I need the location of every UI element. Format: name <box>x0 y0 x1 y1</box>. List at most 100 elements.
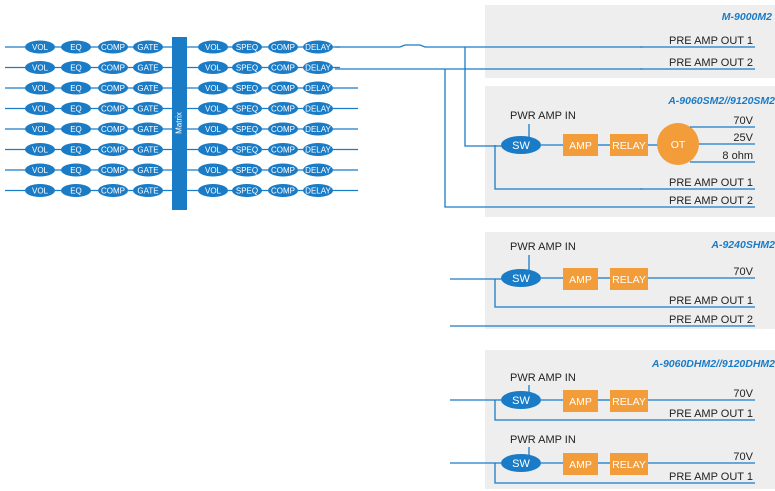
pre-amp-out-1-label: PRE AMP OUT 1 <box>669 471 753 483</box>
dsp-block-label: VOL <box>205 125 222 134</box>
dsp-block-label: COMP <box>271 125 295 134</box>
dsp-block-label: GATE <box>137 64 158 73</box>
amp-label: AMP <box>569 140 592 152</box>
dsp-block-comp: COMP <box>98 61 128 74</box>
dsp-block-label: EQ <box>70 166 82 175</box>
dsp-block-label: COMP <box>271 105 295 114</box>
model-title-m9000m2: M-9000M2 <box>722 11 772 23</box>
pre-amp-out-2-label: PRE AMP OUT 2 <box>669 195 753 207</box>
dsp-block-label: VOL <box>205 105 222 114</box>
dsp-block-vol: VOL <box>198 163 228 177</box>
relay-block <box>610 390 648 412</box>
pre-amp-out-2-label: PRE AMP OUT 2 <box>669 314 753 326</box>
dsp-chain-group: VOL EQ COMP GATE VOL SPEQ COMP DELAY VOL EQ COMP GA… <box>5 40 358 197</box>
dsp-block-comp: COMP <box>268 184 298 197</box>
dsp-block-comp: COMP <box>98 184 128 197</box>
dsp-block-label: SPEQ <box>236 105 258 114</box>
dsp-block-label: GATE <box>137 187 158 196</box>
switch-label: SW <box>512 140 530 152</box>
dsp-block-vol: VOL <box>25 102 55 115</box>
dsp-block-label: COMP <box>271 84 295 93</box>
dsp-block-vol: VOL <box>198 81 228 95</box>
dsp-block-delay: DELAY <box>303 122 333 136</box>
dsp-block-label: VOL <box>32 146 49 155</box>
dsp-block-comp: COMP <box>268 81 298 95</box>
dsp-block-vol: VOL <box>198 40 228 54</box>
tap-70v-label: 70V <box>733 115 753 127</box>
matrix-label: Matrix <box>175 112 184 134</box>
dsp-block-label: SPEQ <box>236 166 258 175</box>
pwr-amp-in-label: PWR AMP IN <box>510 434 576 446</box>
dsp-block-label: SPEQ <box>236 64 258 73</box>
dsp-block-label: SPEQ <box>236 125 258 134</box>
amp-label: AMP <box>569 459 592 471</box>
dsp-block-label: GATE <box>137 105 158 114</box>
dsp-block-label: VOL <box>32 64 49 73</box>
dsp-block-delay: DELAY <box>303 81 333 95</box>
pre-amp-out-1-label: PRE AMP OUT 1 <box>669 295 753 307</box>
dsp-block-eq: EQ <box>61 61 91 74</box>
dsp-block-label: VOL <box>32 105 49 114</box>
dsp-block-eq: EQ <box>61 184 91 197</box>
dsp-block-speq: SPEQ <box>232 61 262 74</box>
dsp-block-label: COMP <box>101 146 125 155</box>
dsp-block-comp: COMP <box>268 40 298 54</box>
dsp-block-label: SPEQ <box>236 84 258 93</box>
dsp-block-delay: DELAY <box>303 40 333 54</box>
tap-70v-label: 70V <box>733 451 753 463</box>
dsp-block-comp: COMP <box>98 143 128 156</box>
dsp-block-comp: COMP <box>98 40 128 54</box>
pwr-amp-in-label: PWR AMP IN <box>510 110 576 122</box>
dsp-block-delay: DELAY <box>303 184 333 197</box>
dsp-block-eq: EQ <box>61 143 91 156</box>
dsp-block-speq: SPEQ <box>232 143 262 156</box>
amp-block <box>563 453 598 475</box>
dsp-block-label: VOL <box>205 43 222 52</box>
model-title-a9060dhm2: A-9060DHM2//9120DHM2 <box>651 358 775 370</box>
switch-node <box>501 454 541 472</box>
dsp-block-comp: COMP <box>98 122 128 136</box>
dsp-block-speq: SPEQ <box>232 102 262 115</box>
output-transformer <box>657 123 699 165</box>
dsp-block-speq: SPEQ <box>232 184 262 197</box>
dsp-block-vol: VOL <box>25 184 55 197</box>
dsp-block-comp: COMP <box>98 81 128 95</box>
dsp-block-gate: GATE <box>133 102 163 115</box>
tap-70v-label: 70V <box>733 266 753 278</box>
dsp-block-speq: SPEQ <box>232 40 262 54</box>
dsp-block-label: VOL <box>32 43 49 52</box>
dsp-block-label: COMP <box>101 43 125 52</box>
dsp-block-label: DELAY <box>305 43 331 52</box>
dsp-block-comp: COMP <box>268 122 298 136</box>
dsp-block-label: VOL <box>32 125 49 134</box>
pre-amp-out-1-label: PRE AMP OUT 1 <box>669 177 753 189</box>
dsp-block-label: VOL <box>205 64 222 73</box>
dsp-block-eq: EQ <box>61 102 91 115</box>
dsp-block-label: VOL <box>32 84 49 93</box>
dsp-block-label: EQ <box>70 187 82 196</box>
dsp-block-eq: EQ <box>61 40 91 54</box>
dsp-block-label: GATE <box>137 166 158 175</box>
dsp-block-label: DELAY <box>305 105 331 114</box>
relay-block <box>610 453 648 475</box>
dsp-block-speq: SPEQ <box>232 122 262 136</box>
switch-label: SW <box>512 458 530 470</box>
pre-amp-out-1-label: PRE AMP OUT 1 <box>669 408 753 420</box>
dsp-block-vol: VOL <box>25 40 55 54</box>
model-title-a9240shm2: A-9240SHM2 <box>710 239 775 251</box>
dsp-block-label: COMP <box>271 187 295 196</box>
dsp-block-comp: COMP <box>98 163 128 177</box>
dsp-block-vol: VOL <box>25 122 55 136</box>
amp-block <box>563 268 598 290</box>
dsp-block-label: DELAY <box>305 125 331 134</box>
dsp-block-label: COMP <box>271 166 295 175</box>
dsp-block-vol: VOL <box>198 61 228 74</box>
dsp-block-vol: VOL <box>25 61 55 74</box>
